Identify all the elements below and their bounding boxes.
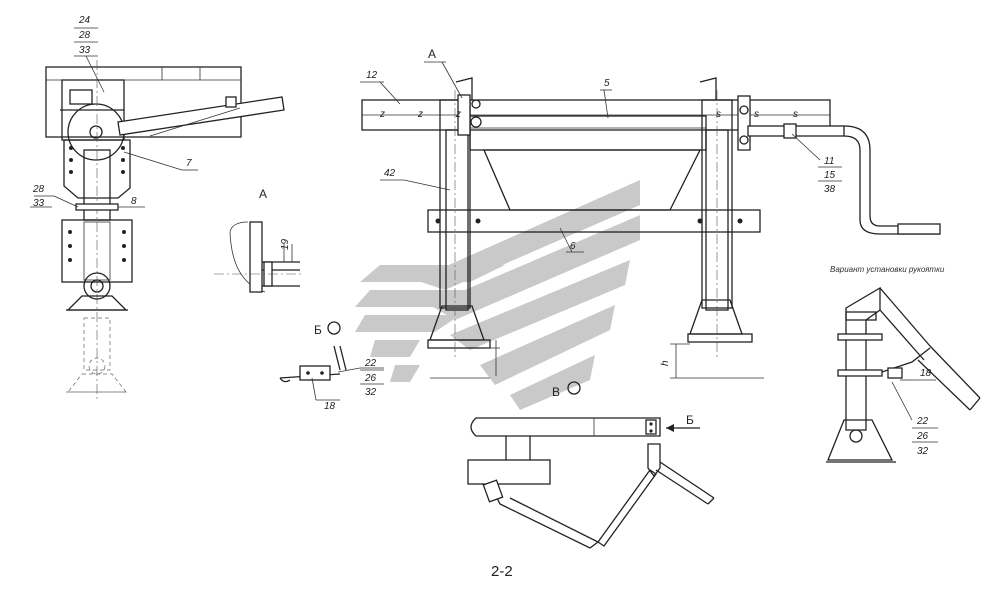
view-v-label: В xyxy=(552,385,560,399)
svg-text:z: z xyxy=(455,109,461,120)
label-32-b: 32 xyxy=(365,387,377,398)
label-18-variant: 18 xyxy=(920,368,932,379)
handle-variant-caption: Вариант установки рукоятки xyxy=(830,265,945,274)
label-11: 11 xyxy=(824,156,834,167)
label-33-mid: 33 xyxy=(33,198,45,209)
label-24: 24 xyxy=(78,15,91,26)
svg-text:z: z xyxy=(379,109,385,120)
front-view: h z z z s s s xyxy=(361,77,941,379)
left-callouts: 24 28 33 28 33 8 7 xyxy=(30,15,192,209)
left-side-view xyxy=(45,60,285,400)
arrow-b-label: Б xyxy=(686,413,694,427)
view-b-label: Б xyxy=(314,323,322,337)
label-5: 5 xyxy=(604,78,610,89)
view-b-detail: Б 18 22 26 32 xyxy=(279,321,384,412)
label-12: 12 xyxy=(366,70,378,81)
dim-19: 19 xyxy=(280,238,291,250)
label-28-top: 28 xyxy=(78,30,91,41)
view-a-title: A xyxy=(259,187,267,201)
label-38: 38 xyxy=(824,184,836,195)
label-26-variant: 26 xyxy=(916,431,929,442)
handle-variant-view: Вариант установки рукоятки 18 22 26 32 xyxy=(826,265,981,463)
label-7: 7 xyxy=(186,158,192,169)
label-22-b: 22 xyxy=(364,358,377,369)
label-42: 42 xyxy=(384,168,396,179)
watermark-logo xyxy=(355,180,640,410)
front-callouts: 12 A 5 42 6 11 15 38 xyxy=(360,47,842,253)
view-a-detail: A 19 xyxy=(214,187,304,293)
svg-text:s: s xyxy=(754,109,759,120)
dim-h: h xyxy=(660,360,671,366)
label-6: 6 xyxy=(570,241,576,252)
label-18-b: 18 xyxy=(324,401,336,412)
svg-text:s: s xyxy=(793,109,798,120)
label-33-top: 33 xyxy=(79,45,91,56)
label-15: 15 xyxy=(824,170,836,181)
section-a-arrow: A xyxy=(428,47,436,61)
label-22-variant: 22 xyxy=(916,416,929,427)
svg-text:s: s xyxy=(716,109,721,120)
label-28-mid: 28 xyxy=(32,184,45,195)
label-8: 8 xyxy=(131,196,137,207)
label-32-variant: 32 xyxy=(917,446,929,457)
svg-text:z: z xyxy=(417,109,423,120)
left-leaders xyxy=(34,55,198,208)
sheet-number: 2-2 xyxy=(491,563,513,580)
label-26-b: 26 xyxy=(364,373,377,384)
bottom-plan-view: В Б xyxy=(467,381,715,549)
